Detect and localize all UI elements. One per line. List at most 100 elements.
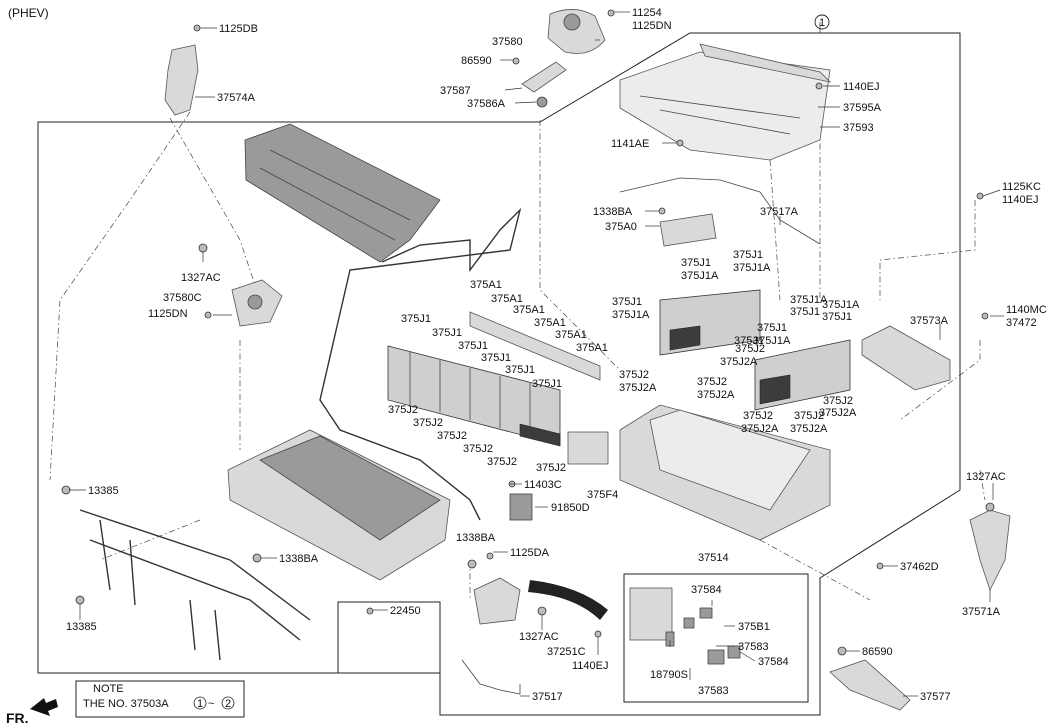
reference-lines xyxy=(49,111,986,601)
front-direction-arrow-icon xyxy=(30,698,58,716)
label-37472: 37472 xyxy=(1006,317,1037,329)
label-37517A: 37517A xyxy=(760,206,799,218)
blower-37580C xyxy=(231,279,283,327)
module-stack-left xyxy=(387,345,561,447)
label-375J2-c4: 375J2 xyxy=(823,395,853,407)
label-1125DN-left: 1125DN xyxy=(148,308,188,320)
label-375J1-l2: 375J1 xyxy=(432,327,462,339)
label-1125DN-top: 1125DN xyxy=(632,20,672,32)
harness-main xyxy=(319,207,522,521)
label-37583-a: 37583 xyxy=(738,641,769,653)
label-1125KC: 1125KC xyxy=(1002,181,1041,193)
label-375J1-r5: 375J1 xyxy=(734,335,764,347)
label-375J2A-c1: 375J2A xyxy=(619,382,657,394)
top-cover-left xyxy=(244,123,441,263)
fuse-91850D xyxy=(509,493,533,521)
label-37586A: 37586A xyxy=(467,98,506,110)
callout-circle xyxy=(814,14,830,30)
label-375J2-c1: 375J2 xyxy=(619,369,649,381)
harness-37517 xyxy=(461,659,521,695)
label-91850D: 91850D xyxy=(551,502,590,514)
label-1327AC-left: 1327AC xyxy=(181,272,221,284)
label-37584-a: 37584 xyxy=(691,584,722,596)
label-86590-top: 86590 xyxy=(461,55,492,67)
bms-parts xyxy=(629,587,741,665)
label-1338BA-left: 1338BA xyxy=(279,553,319,565)
duct-37577 xyxy=(829,659,911,711)
label-375J1-r4: 375J1 xyxy=(757,322,787,334)
label-375J2A-c3: 375J2A xyxy=(697,389,735,401)
label-375J1A-m2: 375J1A xyxy=(733,262,771,274)
label-375J2-c6: 375J2 xyxy=(794,410,824,422)
note-range-end-circle xyxy=(221,696,235,710)
label-375J1A-r1: 375J1A xyxy=(612,309,650,321)
label-375A1-c: 375A1 xyxy=(513,304,545,316)
label-1140EJ-mid: 1140EJ xyxy=(572,660,609,672)
note-range-start-circle xyxy=(193,696,207,710)
upper-cover-37593 xyxy=(619,43,832,161)
label-375J2-l5: 375J2 xyxy=(487,456,517,468)
label-37517: 37517 xyxy=(532,691,563,703)
label-1327AC-right: 1327AC xyxy=(966,471,1006,483)
main-assembly-frame xyxy=(37,32,961,716)
label-37573A: 37573A xyxy=(910,315,949,327)
arc-indicator xyxy=(528,580,608,620)
duct-37574A xyxy=(164,44,199,116)
label-375A1-f: 375A1 xyxy=(576,342,608,354)
note-title: NOTE xyxy=(93,683,124,695)
label-375J1-l3: 375J1 xyxy=(458,340,488,352)
label-375J1-m2: 375J1 xyxy=(733,249,763,261)
front-direction-label: FR. xyxy=(6,710,29,726)
label-11254: 11254 xyxy=(632,7,662,19)
label-1140MC: 1140MC xyxy=(1006,304,1047,316)
label-375J2-l6: 375J2 xyxy=(536,462,566,474)
bracket-37571A xyxy=(969,509,1011,592)
label-1140EJ-top: 1140EJ xyxy=(843,81,880,93)
label-375J1-l1: 375J1 xyxy=(401,313,431,325)
label-13385-top: 13385 xyxy=(88,485,119,497)
label-13385-bottom: 13385 xyxy=(66,621,97,633)
label-11403C: 11403C xyxy=(524,479,562,491)
label-375J2A-c6: 375J2A xyxy=(790,423,828,435)
duct-37573A xyxy=(861,325,951,391)
label-37593: 37593 xyxy=(843,122,874,134)
label-1140EJ-right: 1140EJ xyxy=(1002,194,1039,206)
label-375J2-l4: 375J2 xyxy=(463,443,493,455)
note-range-end: 2 xyxy=(225,698,231,710)
label-22450: 22450 xyxy=(390,605,421,617)
label-375F4: 375F4 xyxy=(587,489,618,501)
label-375J2-l2: 375J2 xyxy=(413,417,443,429)
label-37574A: 37574A xyxy=(217,92,256,104)
label-375J2A-c2: 375J2A xyxy=(720,356,758,368)
label-18790S: 18790S xyxy=(650,669,688,681)
leader-lines xyxy=(69,11,1004,697)
part-375F4 xyxy=(567,431,609,465)
label-1125DB: 1125DB xyxy=(219,23,258,35)
junction-block xyxy=(473,577,521,625)
label-37595A: 37595A xyxy=(843,102,882,114)
note-range-start: 1 xyxy=(197,698,203,710)
battery-housing-right xyxy=(619,404,831,541)
label-375J2-l3: 375J2 xyxy=(437,430,467,442)
label-375A1-e: 375A1 xyxy=(555,329,587,341)
part-labels: (PHEV) 1 1125DB 37574A 11254 1125DN 3758… xyxy=(6,6,1047,726)
label-375J1-r3: 375J1 xyxy=(822,311,852,323)
note-range-sep: ~ xyxy=(208,698,214,710)
bus-bars-375A1 xyxy=(469,311,601,381)
module-stack-right-mid xyxy=(754,339,851,411)
label-1141AE: 1141AE xyxy=(611,138,649,150)
label-37587: 37587 xyxy=(440,85,471,97)
label-37580: 37580 xyxy=(492,36,523,48)
label-375J2A-c4: 375J2A xyxy=(819,407,857,419)
bracket-375A0 xyxy=(659,213,717,247)
label-37577: 37577 xyxy=(920,691,951,703)
label-375J2-c2: 375J2 xyxy=(735,343,765,355)
label-37251C: 37251C xyxy=(547,646,586,658)
variant-label: (PHEV) xyxy=(8,6,49,20)
subframe-inset-line xyxy=(337,601,441,673)
label-37580C: 37580C xyxy=(163,292,202,304)
label-375J2A-c5: 375J2A xyxy=(741,423,779,435)
callout-number: 1 xyxy=(819,17,825,29)
label-37571A: 37571A xyxy=(962,606,1001,618)
